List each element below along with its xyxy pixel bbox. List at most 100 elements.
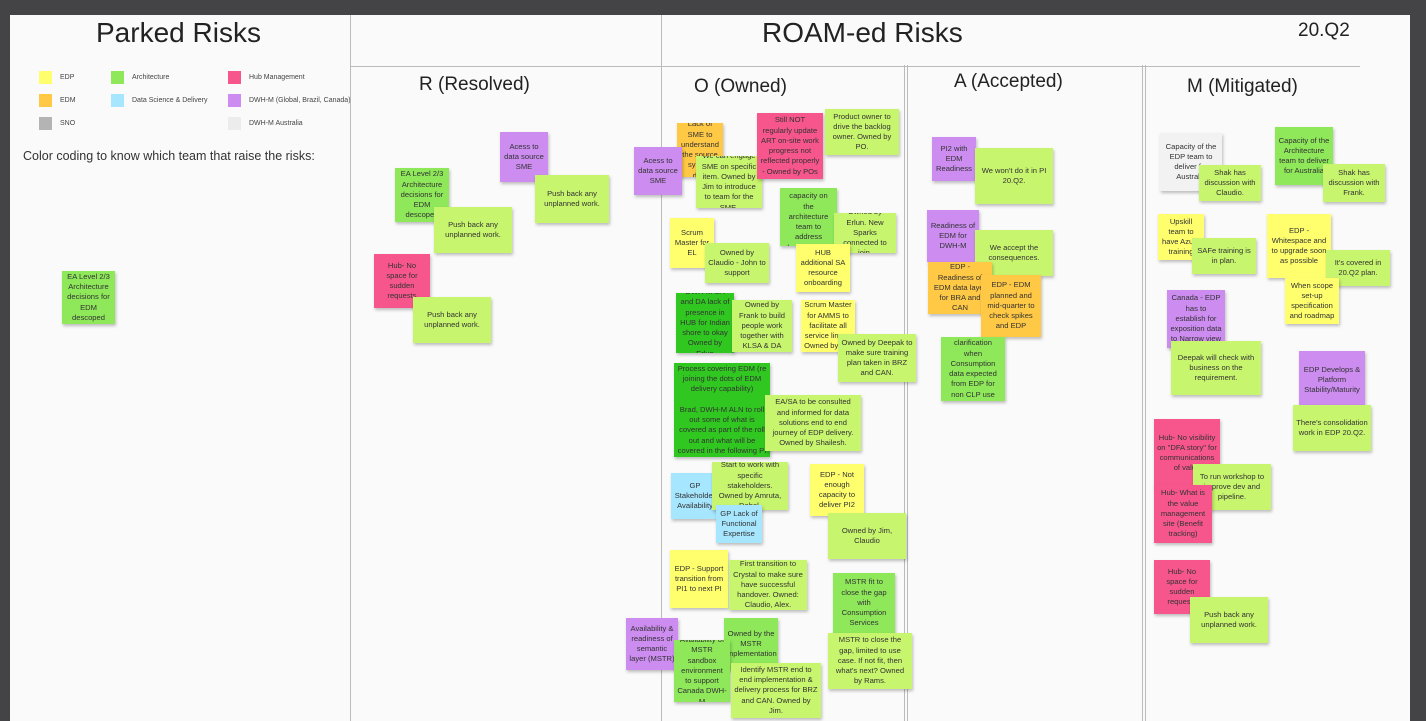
sticky-note[interactable]: Process covering EDM (re joining the dot… (674, 363, 770, 457)
sticky-note-text: MSTR to close the gap, limited to use ca… (835, 635, 905, 686)
sticky-note-text: PI2 with EDM Readiness (936, 143, 972, 174)
sticky-note[interactable]: EDP Develops & Platform Stability/Maturi… (1299, 351, 1365, 409)
legend-item-dwh-m: DWH-M (Global, Brazil, Canada) (228, 94, 351, 107)
legend-label: Data Science & Delivery (132, 97, 208, 104)
sticky-note[interactable]: EDP - Whitespace and to upgrade soon as … (1267, 214, 1331, 278)
sticky-note[interactable]: MSTR to close the gap, limited to use ca… (828, 633, 912, 689)
sticky-note-text: Lack of clarification when Consumption d… (949, 338, 997, 401)
sticky-note-text: Push back any unplanned work. (424, 309, 480, 329)
sticky-note[interactable]: Owned by Claudio - John to support (705, 243, 769, 283)
sticky-note[interactable]: MSTR fit to close the gap with Consumpti… (833, 573, 895, 633)
sticky-note[interactable]: Push back any unplanned work. (434, 207, 512, 253)
sticky-note-text: We accept the consequences. (988, 242, 1040, 262)
parked-divider (350, 15, 351, 721)
sticky-note-text: EDP - Whitespace and to upgrade soon as … (1271, 225, 1327, 266)
sticky-note[interactable]: Owned by the MSTR implementation (724, 618, 778, 670)
sticky-note-text: Hub- No visibility on "DFA story" for co… (1157, 432, 1217, 473)
sticky-note[interactable]: When scope set-up specification and road… (1285, 278, 1339, 324)
sticky-note[interactable]: We can engage SME on specific item. Owne… (696, 156, 762, 208)
sticky-note[interactable]: Canada - EDP has to establish for exposi… (1167, 290, 1225, 348)
sticky-note[interactable]: EA Level 2/3 Architecture decisions for … (395, 168, 449, 222)
sticky-note[interactable]: Shak has discussion with Frank. (1323, 164, 1385, 202)
sticky-note-text: DWH-M SA and DA lack of presence in HUB … (680, 293, 730, 353)
sticky-note-text: Product owner to drive the backlog owner… (832, 111, 892, 152)
sticky-note-text: MSTR fit to close the gap with Consumpti… (841, 577, 887, 628)
sticky-note-text: Still NOT regularly update ART on-site w… (760, 115, 820, 176)
sticky-note-text: Availability & readiness of semantic lay… (629, 623, 675, 664)
sticky-note[interactable]: DWH-M SA and DA lack of presence in HUB … (676, 293, 734, 353)
sticky-note[interactable]: Availability & readiness of semantic lay… (626, 618, 678, 670)
sticky-note[interactable]: Owned by Jim, Claudio (828, 513, 906, 559)
sticky-note[interactable]: Identify MSTR end to end implementation … (731, 663, 821, 718)
legend-label: EDM (60, 97, 76, 104)
sticky-note[interactable]: Push back any unplanned work. (1190, 597, 1268, 643)
legend-label: DWH-M Australia (249, 120, 303, 127)
sticky-note-text: Owned by Erlun. New Sparks connected to … (843, 213, 887, 253)
sticky-note-text: Deepak will check with business on the r… (1177, 352, 1255, 383)
sticky-note-text: There's consolidation work in EDP 20.Q2. (1296, 417, 1368, 437)
sticky-note-text: Owned by Frank to build people work toge… (738, 300, 785, 351)
sticky-note-text: Availability of MSTR sandbox environment… (677, 640, 727, 702)
parked-risks-title: Parked Risks (96, 17, 261, 48)
sticky-note[interactable]: EDP - EDM planned and mid-quarter to che… (981, 275, 1041, 337)
sticky-note[interactable]: Push back any unplanned work. (413, 297, 491, 343)
sticky-note-text: Capacity of the EDP team to deliver for … (1165, 141, 1217, 182)
sticky-note[interactable]: PI2 with EDM Readiness (932, 137, 976, 181)
sticky-note[interactable]: Shak has discussion with Claudio. (1199, 165, 1261, 201)
sticky-note-text: First transition to Crystal to make sure… (733, 560, 803, 610)
sticky-note-text: Readiness of EDM for DWH-M (930, 220, 976, 251)
sticky-note[interactable]: Overall capacity on the architecture tea… (780, 188, 837, 246)
resolved-column-title: R (Resolved) (419, 74, 530, 95)
sticky-note[interactable]: Start to work with specific stakeholders… (712, 462, 788, 510)
legend-caption: Color coding to know which team that rai… (23, 149, 315, 163)
legend-swatch (228, 117, 241, 130)
whiteboard: Parked Risks ROAM-ed Risks 20.Q2 R (Reso… (10, 15, 1410, 721)
legend-swatch (228, 94, 241, 107)
sticky-note[interactable]: Acess to data source SME (634, 147, 682, 195)
sticky-note[interactable]: We won't do it in PI 20.Q2. (975, 148, 1053, 204)
legend-swatch (111, 94, 124, 107)
sticky-note-text: We won't do it in PI 20.Q2. (981, 165, 1047, 185)
sticky-note[interactable]: Availability of MSTR sandbox environment… (674, 640, 730, 702)
sticky-note[interactable]: GP Stakeholder Availability (671, 473, 719, 519)
sticky-note[interactable]: Hub- No visibility on "DFA story" for co… (1154, 419, 1220, 487)
mitigated-divider-b (1145, 65, 1146, 721)
sticky-note[interactable]: EA/SA to be consulted and informed for d… (765, 395, 861, 451)
sticky-note-text: Identify MSTR end to end implementation … (734, 664, 818, 715)
sticky-note-text: EDP - Support transition from PI1 to nex… (674, 563, 724, 594)
sticky-note[interactable]: Readiness of EDM for DWH-M (927, 210, 979, 262)
sticky-note[interactable]: EA Level 2/3 Architecture decisions for … (62, 271, 115, 324)
sticky-note[interactable]: There's consolidation work in EDP 20.Q2. (1293, 405, 1371, 451)
sticky-note[interactable]: Owned by Frank to build people work toge… (732, 300, 792, 352)
sticky-note[interactable]: First transition to Crystal to make sure… (729, 560, 807, 610)
sticky-note[interactable]: Push back any unplanned work. (535, 175, 609, 223)
legend-item-edp: EDP (39, 71, 74, 84)
sticky-note-text: Push back any unplanned work. (445, 219, 501, 239)
sticky-note[interactable]: GP Lack of Functional Expertise (716, 505, 762, 543)
sticky-note[interactable]: Still NOT regularly update ART on-site w… (757, 113, 823, 179)
sticky-note[interactable]: HUB additional SA resource onboarding (796, 244, 850, 292)
sticky-note-text: Overall capacity on the architecture tea… (785, 188, 832, 246)
sticky-note[interactable]: Deepak will check with business on the r… (1171, 341, 1261, 395)
sticky-note[interactable]: Hub- What is the value management site (… (1154, 485, 1212, 543)
legend-item-edm: EDM (39, 94, 76, 107)
sticky-note-text: GP Stakeholder Availability (674, 480, 716, 511)
sticky-note[interactable]: Product owner to drive the backlog owner… (825, 109, 899, 155)
sticky-note[interactable]: Lack of clarification when Consumption d… (941, 337, 1005, 401)
sticky-note-text: Owned by the MSTR implementation (725, 628, 777, 659)
legend-label: EDP (60, 74, 75, 81)
sticky-note[interactable]: EDP - Not enough capacity to deliver PI2 (810, 464, 864, 516)
sticky-note-text: Shak has discussion with Frank. (1328, 167, 1380, 198)
sticky-note-text: Hub- What is the value management site (… (1160, 488, 1206, 539)
sticky-note-text: Acess to data source SME (638, 155, 678, 186)
sticky-note[interactable]: Owned by Deepak to make sure training pl… (838, 334, 916, 382)
sticky-note[interactable]: SAFe training is in plan. (1192, 238, 1256, 274)
sticky-note-text: SAFe training is in plan. (1197, 245, 1251, 265)
owned-divider (661, 15, 662, 721)
accepted-divider-a (904, 65, 905, 721)
sticky-note-text: Hub- No space for sudden requests (1166, 566, 1198, 607)
sticky-note[interactable]: Acess to data source SME (500, 132, 548, 182)
sticky-note-text: Push back any unplanned work. (544, 188, 600, 208)
owned-column-title: O (Owned) (694, 76, 787, 97)
sticky-note[interactable]: EDP - Support transition from PI1 to nex… (670, 550, 728, 608)
